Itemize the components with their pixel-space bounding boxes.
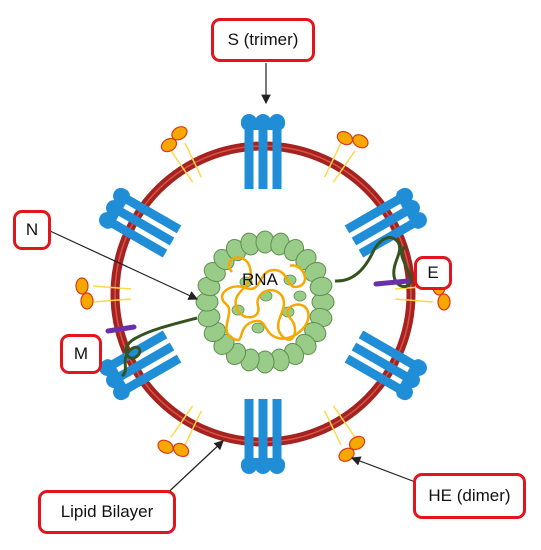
spike-protein-icon [344,330,427,401]
he-protein-icon [75,277,132,310]
rna-strand [220,256,310,342]
nucleocapsid-label: N [13,210,51,250]
nucleocapsid-bead-icon [309,276,333,297]
he-protein-icon [157,405,203,458]
spike-protein-icon [241,399,285,474]
spike-label: S (trimer) [211,18,315,62]
e-protein-tail [334,236,413,288]
m-protein-icon [105,324,137,334]
spike-protein-icon [99,330,182,401]
envelope-label: E [414,256,452,290]
spike-protein-icon [241,114,285,189]
he-proteins [75,126,451,462]
m-protein-tail [120,316,198,378]
lipid-bilayer-label: Lipid Bilayer [38,490,176,534]
he-dimer-label: HE (dimer) [413,473,526,519]
nucleocapsid-ring [195,230,335,374]
he-protein-icon [323,130,369,183]
n-arrow [49,230,199,300]
he-protein-icon [323,405,366,462]
rna-label: RNA [242,270,278,289]
spike-protein-icon [99,187,182,258]
he-protein-icon [160,126,203,183]
e-protein-icon [373,278,411,287]
he-arrow [350,456,419,484]
membrane-label: M [60,334,102,374]
nucleocapsid-bead-icon [293,290,307,302]
spike-protein-icon [344,187,427,258]
nucleocapsid-bead-icon [251,322,265,334]
